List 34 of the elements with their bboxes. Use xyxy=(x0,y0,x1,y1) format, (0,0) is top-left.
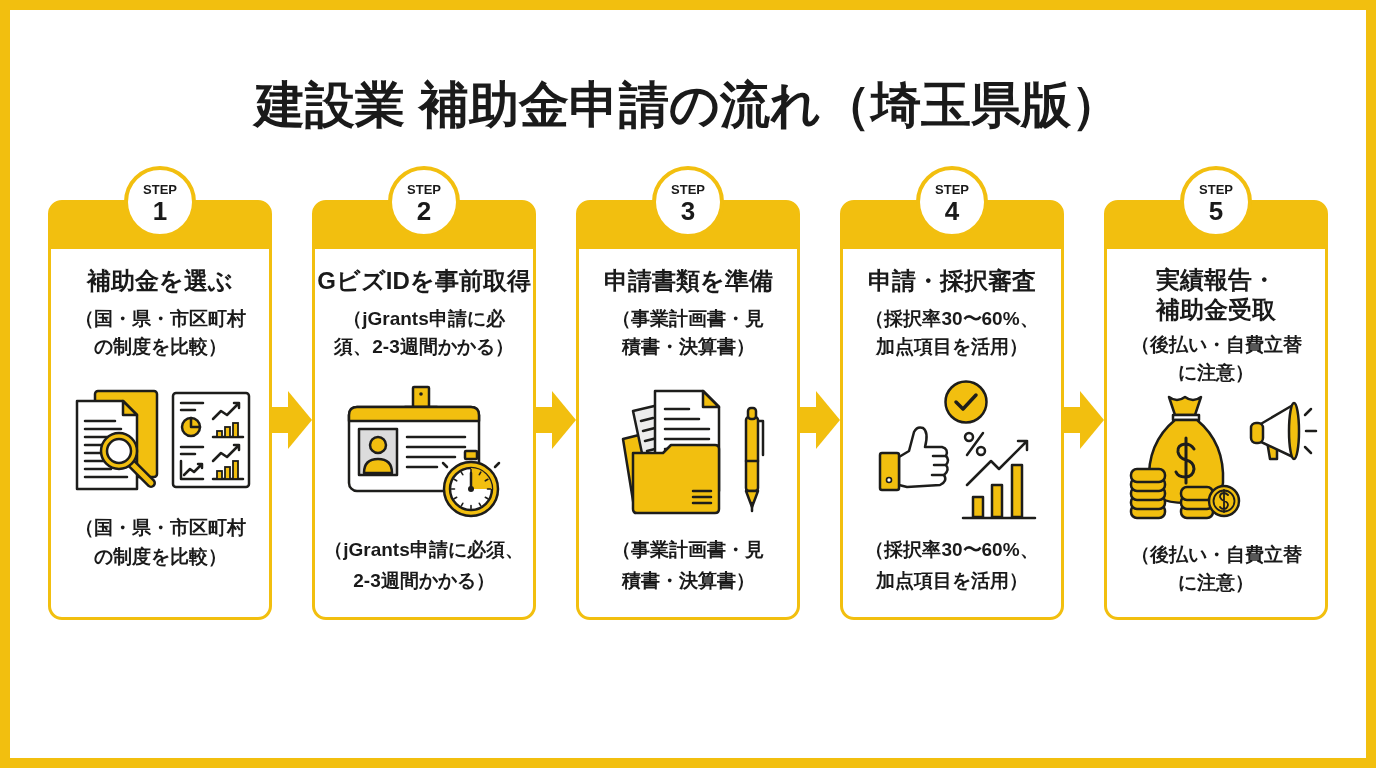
step-label: STEP xyxy=(407,181,441,197)
step-description: （jGrants申請に必須、2-3週間かかる） xyxy=(324,539,524,591)
step-title: 申請書類を準備 xyxy=(603,267,773,294)
step-title: GビズIDを事前取得 xyxy=(317,267,531,294)
arrow xyxy=(800,391,840,449)
step-title: 実績報告・補助金受取 xyxy=(1156,266,1276,323)
step-title: 補助金を選ぶ xyxy=(87,267,233,294)
step-description: （jGrants申請に必須、2-3週間かかる） xyxy=(334,308,514,357)
step-number: 3 xyxy=(680,196,696,225)
step-label: STEP xyxy=(1199,181,1233,197)
step-description: （事業計画書・見積書・決算書） xyxy=(612,539,764,591)
step-card xyxy=(840,200,1064,620)
step-label: STEP xyxy=(671,181,705,197)
arrow xyxy=(1064,391,1104,449)
step-description: （後払い・自費立替に注意） xyxy=(1130,334,1302,383)
step-description: （採択率30〜60%、加点項目を活用） xyxy=(865,539,1039,591)
step-title: 申請・採択審査 xyxy=(868,267,1036,294)
step-card xyxy=(576,200,800,620)
step-number: 4 xyxy=(944,196,960,225)
step-card xyxy=(48,200,272,620)
step-description: （国・県・市区町村の制度を比較） xyxy=(74,517,246,567)
step-number: 2 xyxy=(416,196,432,225)
arrow xyxy=(272,391,312,449)
step-card xyxy=(312,200,536,620)
step-description: （後払い・自費立替に注意） xyxy=(1130,544,1302,593)
step-number: 5 xyxy=(1208,196,1224,225)
step-number: 1 xyxy=(152,196,168,225)
arrow xyxy=(536,391,576,449)
step-description: （国・県・市区町村の制度を比較） xyxy=(74,308,246,357)
step-label: STEP xyxy=(143,181,177,197)
step-description: （事業計画書・見積書・決算書） xyxy=(612,308,764,357)
step-card xyxy=(1104,200,1328,620)
step-label: STEP xyxy=(935,181,969,197)
step-description: （採択率30〜60%、加点項目を活用） xyxy=(865,308,1039,357)
